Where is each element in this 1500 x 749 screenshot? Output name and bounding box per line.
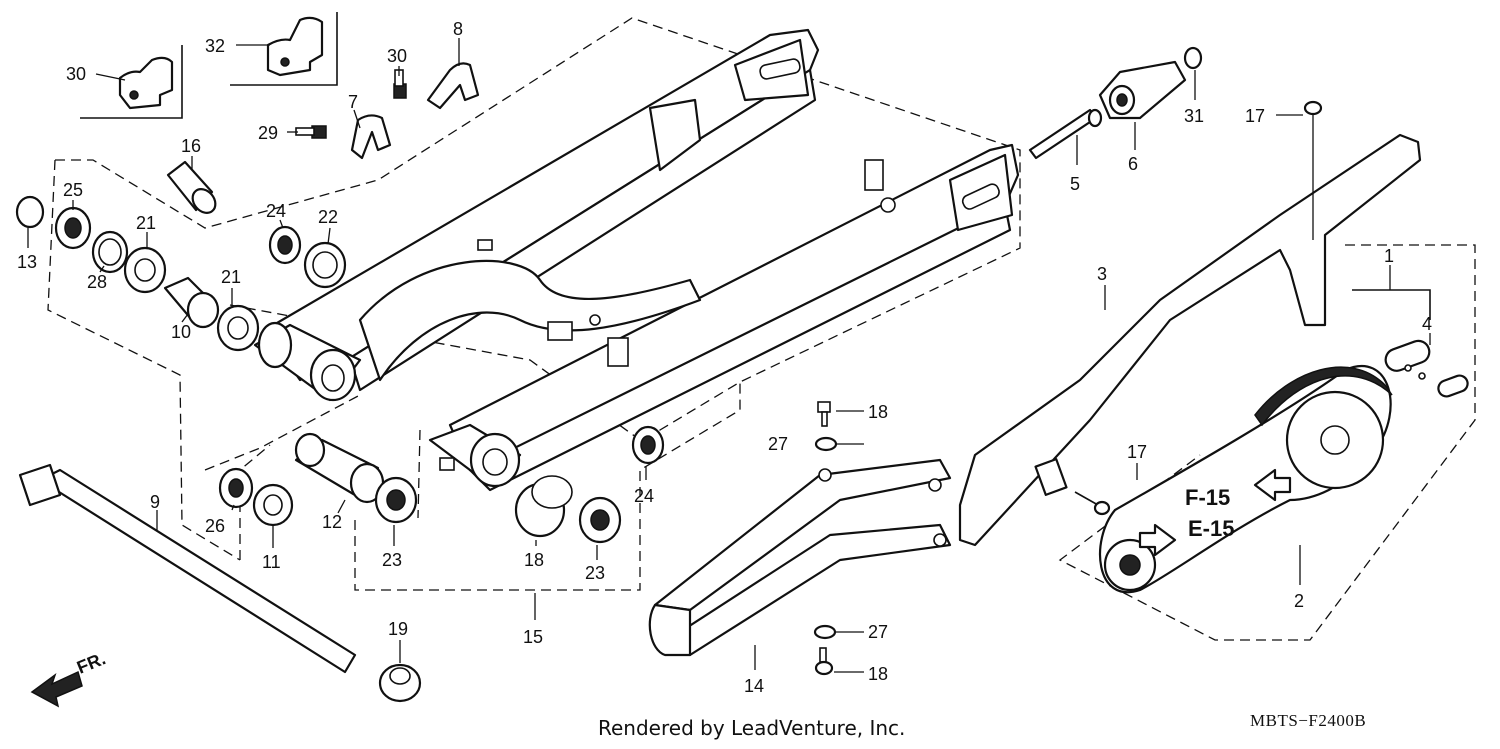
drive-chain-assembly	[1098, 339, 1469, 594]
chain-slider	[648, 401, 952, 676]
chain-case	[958, 46, 1422, 547]
callout-12: 12	[322, 512, 342, 532]
callout-20: 18	[524, 550, 544, 570]
callout-21b: 21	[221, 267, 241, 287]
callout-28: 31	[1184, 106, 1204, 126]
callout-27a: 27	[768, 434, 788, 454]
callout-2: 2	[1294, 591, 1304, 611]
callout-30a: 30	[387, 46, 407, 66]
ref-f15: F-15	[1185, 485, 1230, 510]
callout-30b: 29	[258, 123, 278, 143]
callout-3: 3	[1097, 264, 1107, 284]
callout-17a: 17	[1245, 106, 1265, 126]
callout-16: 16	[181, 136, 201, 156]
callout-18a: 18	[868, 402, 888, 422]
callout-18b: 18	[868, 664, 888, 684]
callout-21a: 21	[136, 213, 156, 233]
callout-23a: 23	[382, 550, 402, 570]
callout-26: 26	[205, 516, 225, 536]
callout-27b: 27	[868, 622, 888, 642]
swingarm	[253, 28, 1020, 492]
callout-25: 25	[63, 180, 83, 200]
callout-8: 8	[453, 19, 463, 39]
callout-19: 19	[388, 619, 408, 639]
callout-24a: 24	[266, 201, 286, 221]
callout-4: 4	[1422, 314, 1432, 334]
callout-31: 30	[66, 64, 86, 84]
diagram-code: MBTS−F2400B	[1250, 711, 1367, 730]
callout-labels: 30 32 8 30 7 29 16 25 13 21 28 21 10 24 …	[17, 19, 1432, 696]
callout-13: 13	[17, 252, 37, 272]
small-parts	[15, 16, 665, 703]
callout-10: 10	[171, 322, 191, 342]
callout-24b: 24	[634, 486, 654, 506]
callout-15: 15	[523, 627, 543, 647]
callout-9: 9	[150, 492, 160, 512]
callout-23b: 23	[585, 563, 605, 583]
leader-lines	[27, 38, 1431, 673]
callout-32: 32	[205, 36, 225, 56]
callout-29: 28	[87, 272, 107, 292]
callout-6: 6	[1128, 154, 1138, 174]
callout-17b: 17	[1127, 442, 1147, 462]
callout-14: 14	[744, 676, 764, 696]
callout-1: 1	[1384, 246, 1394, 266]
front-direction-label: FR.	[74, 648, 108, 677]
callout-7: 7	[348, 92, 358, 112]
callout-5: 5	[1070, 174, 1080, 194]
callout-22: 22	[318, 207, 338, 227]
front-direction-arrow	[30, 670, 83, 708]
ref-e15: E-15	[1188, 516, 1234, 541]
footer-credit: Rendered by LeadVenture, Inc.	[598, 716, 906, 740]
group-frames	[47, 12, 1476, 641]
callout-11: 11	[262, 552, 281, 572]
